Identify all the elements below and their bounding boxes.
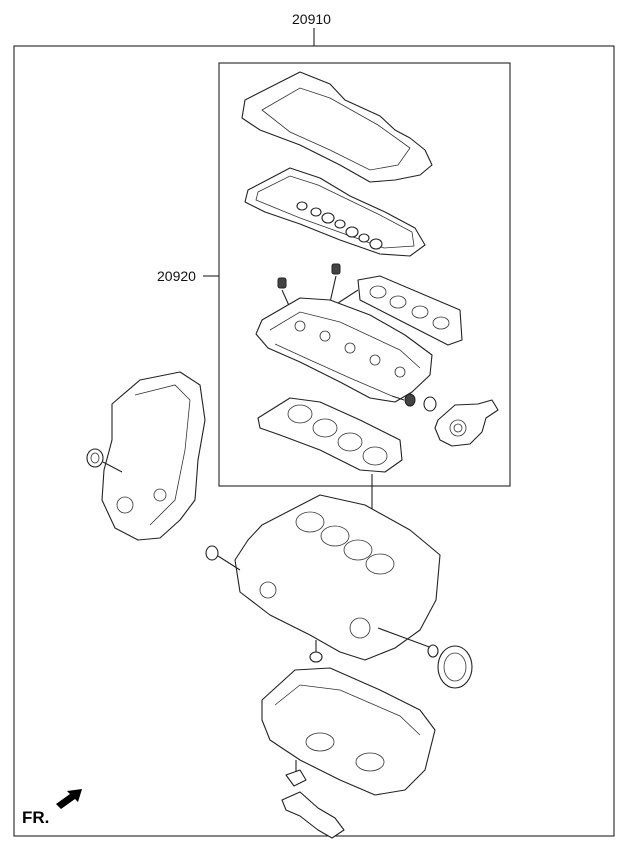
rear-main-seal xyxy=(377,627,473,689)
sub-kit-number-label: 20920 xyxy=(157,268,196,284)
front-arrow-icon xyxy=(56,789,82,809)
oil-pan xyxy=(261,667,436,796)
thermostat-housing xyxy=(434,399,499,447)
front-crank-seal xyxy=(86,448,123,473)
cylinder-block xyxy=(234,494,441,661)
front-direction-label: FR. xyxy=(22,808,50,827)
block-o-ring xyxy=(205,545,241,571)
cylinder-head xyxy=(255,297,433,403)
oil-passage-o-ring xyxy=(309,640,323,663)
head-gasket xyxy=(257,397,403,473)
oil-strainer xyxy=(281,760,345,839)
assembly-number-label: 20910 xyxy=(292,11,331,27)
rocker-cover xyxy=(241,71,433,183)
kit-20920-frame xyxy=(218,62,511,487)
o-rings xyxy=(391,393,437,412)
timing-chain-cover xyxy=(101,371,206,541)
rocker-cover-gasket xyxy=(244,167,426,257)
exhaust-manifold-gasket xyxy=(334,275,463,346)
